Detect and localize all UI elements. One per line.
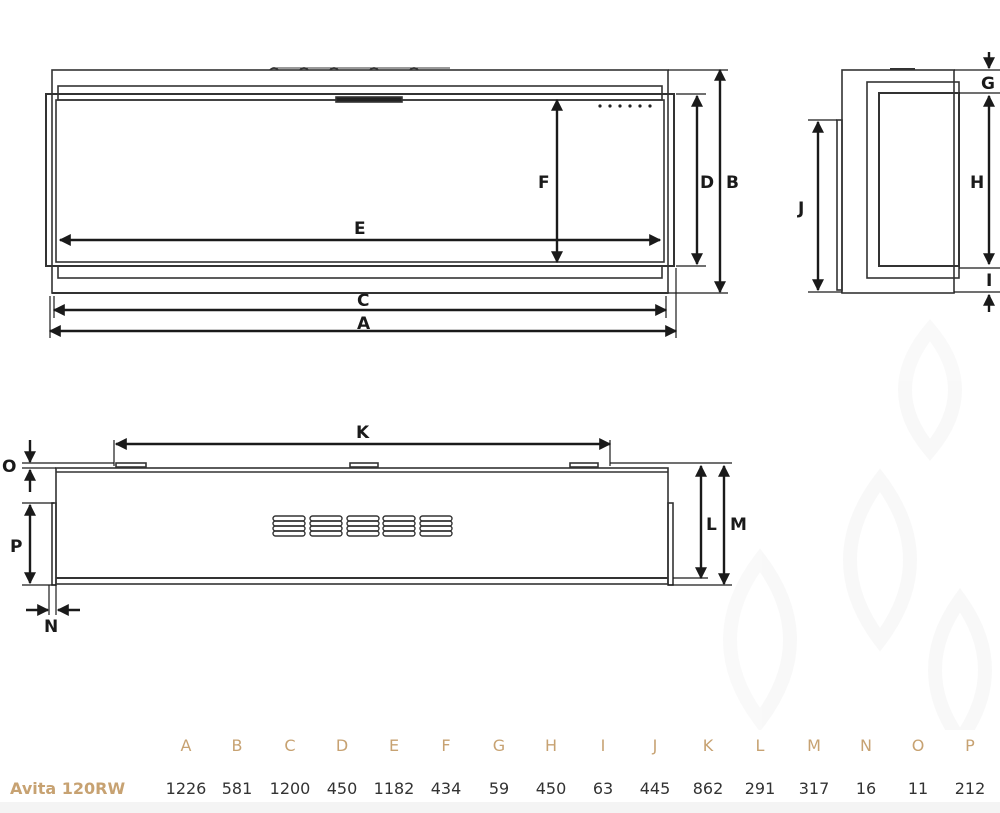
label-n: N	[44, 617, 58, 637]
value-l: 291	[744, 779, 776, 798]
col-header-b: B	[231, 736, 243, 755]
col-header-n: N	[860, 736, 872, 755]
col-header-l: L	[755, 736, 765, 755]
value-p: 212	[954, 779, 986, 798]
value-m: 317	[798, 779, 830, 798]
top-view	[51, 462, 674, 586]
label-c: C	[357, 291, 369, 311]
control-buttons	[598, 104, 652, 108]
col-header-i: I	[600, 736, 606, 755]
value-a: 1226	[165, 779, 207, 798]
label-h: H	[970, 173, 984, 193]
col-header-h: H	[544, 736, 558, 755]
col-header-m: M	[807, 736, 821, 755]
label-j: J	[797, 199, 804, 219]
col-header-f: F	[441, 736, 451, 755]
value-o: 11	[907, 779, 929, 798]
label-g: G	[981, 74, 995, 94]
label-b: B	[726, 173, 739, 193]
col-header-d: D	[335, 736, 349, 755]
label-f: F	[538, 173, 550, 193]
label-d: D	[700, 173, 714, 193]
col-header-a: A	[180, 736, 192, 755]
label-a: A	[357, 314, 371, 334]
value-d: 450	[326, 779, 358, 798]
label-p: P	[10, 537, 22, 557]
value-g: 59	[488, 779, 510, 798]
value-c: 1200	[269, 779, 311, 798]
label-e: E	[354, 219, 366, 239]
model-name: Avita 120RW	[10, 779, 126, 798]
value-h: 450	[535, 779, 567, 798]
value-b: 581	[221, 779, 253, 798]
front-view	[45, 67, 675, 294]
label-k: K	[356, 423, 370, 443]
col-header-j: J	[652, 736, 658, 755]
footer-band	[0, 802, 1000, 813]
watermark-flame-icons	[723, 319, 992, 730]
value-e: 1182	[373, 779, 415, 798]
col-header-e: E	[388, 736, 400, 755]
col-header-k: K	[702, 736, 714, 755]
col-header-c: C	[284, 736, 296, 755]
label-o: O	[2, 457, 16, 477]
col-header-g: G	[492, 736, 506, 755]
value-f: 434	[430, 779, 462, 798]
value-j: 445	[639, 779, 671, 798]
col-header-o: O	[911, 736, 925, 755]
col-header-p: P	[965, 736, 975, 755]
value-k: 862	[692, 779, 724, 798]
side-view	[836, 68, 960, 294]
label-i: I	[986, 271, 992, 291]
label-m: M	[730, 515, 747, 535]
label-l: L	[706, 515, 717, 535]
value-i: 63	[592, 779, 614, 798]
value-n: 16	[855, 779, 877, 798]
vent-grille-icon	[272, 515, 453, 537]
dimension-drawing: E F D B C A G H I J	[2, 52, 1000, 730]
